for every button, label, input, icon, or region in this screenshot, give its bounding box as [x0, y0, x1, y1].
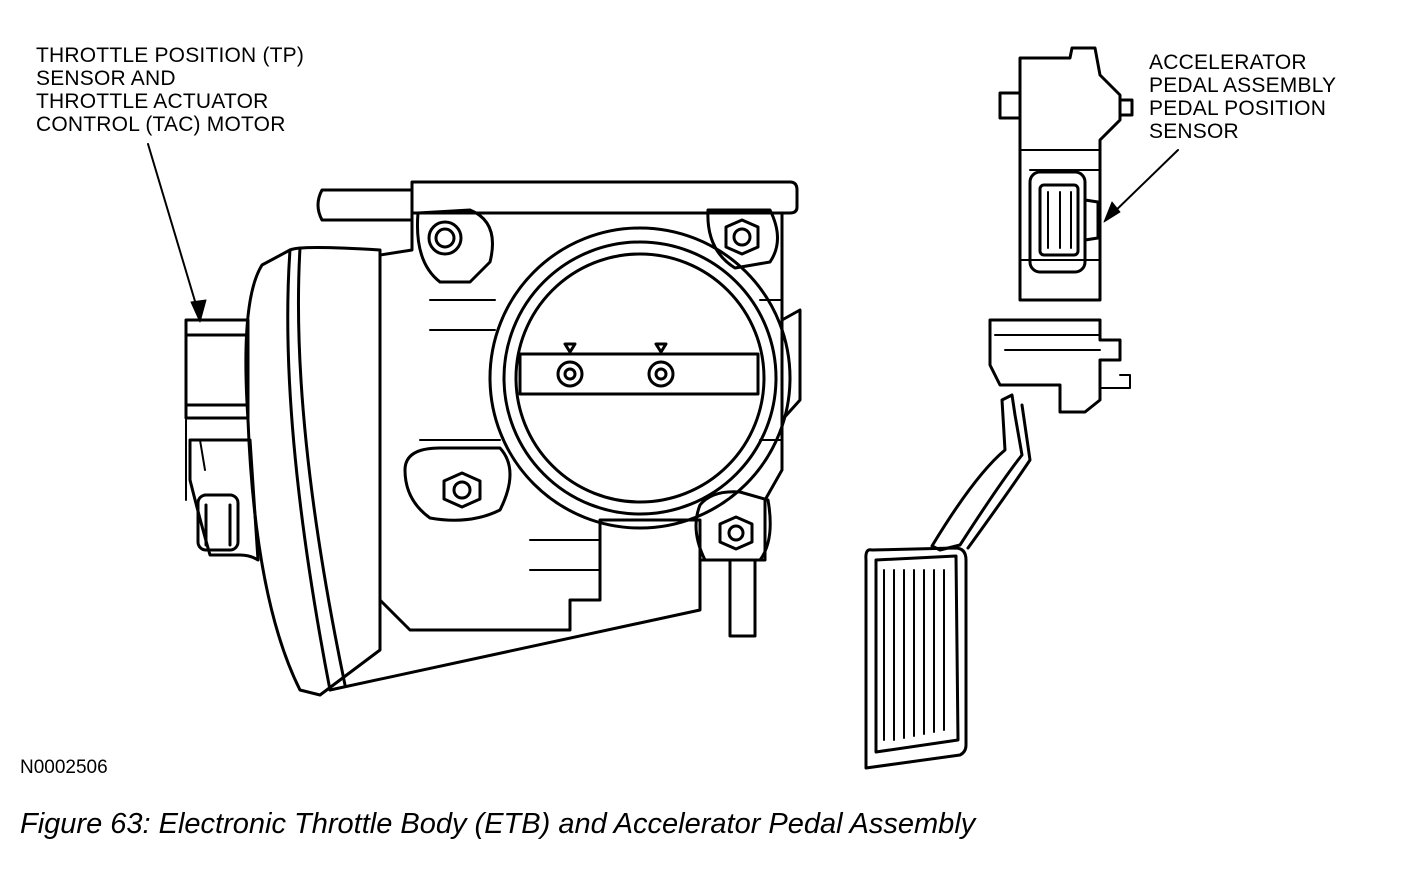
pedal-sensor-nut: [998, 91, 1022, 120]
tp-callout-line-3: THROTTLE ACTUATOR: [36, 90, 269, 113]
throttle-body-ribs: [419, 299, 783, 571]
accelerator-pedal-assembly: [864, 46, 1134, 770]
throttle-body-vent-tube: [316, 188, 414, 222]
pedal-pad: [864, 546, 968, 770]
throttle-body-housing: [378, 211, 802, 632]
pedal-sensor-leader: [1103, 149, 1179, 223]
pedal-sensor-ribs: [1019, 149, 1101, 261]
tac-motor-housing: [244, 246, 382, 697]
tp-callout-line-2: SENSOR AND: [36, 67, 176, 90]
tp-sensor-callout: THROTTLE POSITION (TP) SENSOR AND THROTT…: [36, 44, 304, 136]
tp-callout-line-4: CONTROL (TAC) MOTOR: [36, 113, 286, 136]
pedal-mount-bracket: [988, 318, 1122, 414]
throttle-body-top-flange: [410, 180, 799, 215]
figure-caption: Figure 63: Electronic Throttle Body (ETB…: [20, 808, 976, 840]
pedal-callout-line-4: SENSOR: [1149, 120, 1239, 143]
throttle-body-ear-bottom-right: [694, 490, 772, 562]
bolt-bottom-right: [718, 515, 754, 551]
pedal-arm-edge: [966, 403, 1032, 550]
drawing-number: N0002506: [20, 757, 108, 778]
throttle-body-ear-top-right: [706, 208, 779, 270]
throttle-body: [184, 180, 802, 697]
pedal-sensor-stud: [1118, 98, 1134, 117]
throttle-body-ear-bottom-left: [403, 446, 512, 522]
pedal-position-sensor-connector: [1028, 170, 1100, 274]
pedal-mount-ribs: [994, 334, 1131, 389]
bolt-bottom-left: [442, 471, 482, 509]
bolt-top-left: [427, 220, 463, 256]
throttle-body-lower-pipe: [728, 558, 757, 638]
throttle-body-ear-top-left: [415, 208, 494, 284]
pedal-sensor-callout: ACCELERATOR PEDAL ASSEMBLY PEDAL POSITIO…: [1149, 51, 1336, 143]
pedal-sensor-housing: [1018, 46, 1122, 302]
pedal-callout-line-3: PEDAL POSITION: [1149, 97, 1327, 120]
tac-motor-bottom-edge: [328, 558, 702, 692]
tp-sensor-connector: [184, 318, 260, 562]
tp-callout-line-1: THROTTLE POSITION (TP): [36, 44, 305, 67]
pedal-callout-line-1: ACCELERATOR: [1149, 51, 1307, 74]
pedal-arm: [930, 393, 1024, 552]
bolt-top-right: [724, 218, 760, 256]
tp-sensor-leader: [147, 143, 207, 323]
tac-motor-housing-ring: [286, 246, 347, 692]
throttle-bore: [488, 226, 792, 530]
pedal-callout-line-2: PEDAL ASSEMBLY: [1149, 74, 1337, 97]
